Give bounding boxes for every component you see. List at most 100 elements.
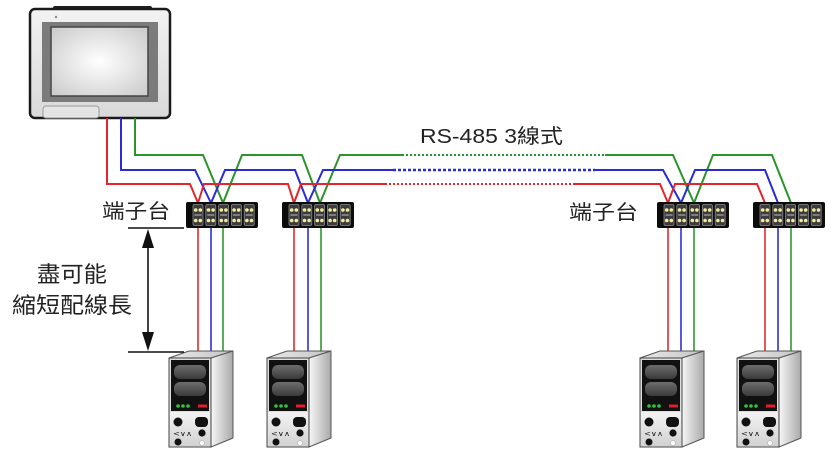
terminal-screw — [332, 218, 337, 223]
terminal-screw — [345, 208, 350, 212]
terminal-screw — [707, 208, 712, 212]
terminal-block-3 — [657, 202, 729, 228]
device-side-face — [778, 350, 802, 448]
status-led-red — [766, 404, 775, 408]
key-button-icon — [644, 417, 654, 427]
key-button-wide-icon — [293, 417, 306, 427]
status-led-red — [198, 404, 207, 408]
terminal-screw — [803, 218, 808, 223]
status-led-green — [754, 404, 758, 408]
terminal-screw — [193, 218, 198, 223]
terminal-screw — [211, 208, 215, 212]
controller-1: <∨∧ — [168, 350, 234, 448]
panel-indicator-dot — [54, 15, 58, 19]
terminal-screw — [816, 208, 821, 212]
status-led-green — [186, 404, 190, 408]
terminal-screw — [682, 218, 686, 223]
device-display-lower — [645, 382, 677, 396]
controller-2: <∨∧ — [266, 350, 332, 448]
terminal-screw — [193, 208, 198, 212]
device-display-lower — [174, 382, 206, 396]
device-side-face — [210, 350, 234, 448]
terminal-screw — [219, 208, 224, 212]
terminal-3 — [785, 204, 796, 226]
terminal-screw — [707, 218, 712, 223]
terminal-screw — [328, 218, 332, 223]
terminal-1 — [759, 204, 771, 226]
terminal-4 — [702, 204, 713, 226]
key-button-icon — [766, 429, 774, 437]
terminal-block-1 — [186, 202, 258, 228]
bus-label: RS-485 3線式 — [420, 125, 563, 148]
terminal-screw — [786, 218, 791, 223]
terminal-divider — [703, 214, 711, 216]
terminal-screw — [760, 218, 765, 223]
device-display-upper — [174, 365, 206, 379]
terminal-divider — [665, 214, 673, 216]
terminal-screw — [211, 218, 215, 223]
terminal-screw — [232, 218, 236, 223]
terminal-2 — [676, 204, 688, 226]
terminal-5 — [714, 204, 726, 226]
terminal-divider — [232, 214, 240, 216]
status-led-green — [279, 404, 283, 408]
terminal-screw — [791, 208, 795, 212]
terminal-5 — [810, 204, 822, 226]
key-button-icon — [173, 417, 183, 427]
terminal-screw — [302, 218, 307, 223]
status-led-green — [176, 404, 180, 408]
device-side-face — [681, 350, 705, 448]
key-button-icon — [742, 438, 750, 446]
terminal-divider — [341, 214, 349, 216]
terminal-screw — [677, 218, 682, 223]
terminal-screw — [307, 208, 311, 212]
terminal-screw — [760, 208, 765, 212]
terminal-divider — [207, 214, 215, 216]
terminal-screw — [664, 218, 669, 223]
green-wire-block2-out — [319, 154, 402, 204]
terminal-screw — [307, 218, 311, 223]
terminal-5 — [339, 204, 351, 226]
red-wire-block3-to-block4 — [667, 183, 766, 204]
status-led-green — [749, 404, 753, 408]
status-led-green — [647, 404, 651, 408]
terminal-screw — [799, 218, 803, 223]
green-wire-into-block3 — [605, 154, 695, 204]
note-line-2: 縮短配線長 — [12, 294, 132, 319]
status-led-green — [652, 404, 656, 408]
terminal-3 — [218, 204, 230, 226]
terminal-divider — [220, 214, 228, 216]
terminal-4 — [230, 204, 242, 226]
terminal-screw — [206, 218, 211, 223]
terminal-screw — [315, 218, 320, 223]
terminal-screw — [236, 218, 241, 223]
terminal-divider — [678, 214, 686, 216]
terminal-screw — [206, 208, 211, 212]
terminal-screw — [669, 208, 674, 212]
terminal-screw — [249, 208, 254, 212]
terminal-screw — [345, 218, 350, 223]
terminal-screw — [690, 208, 695, 212]
status-led-green — [657, 404, 661, 408]
terminal-screw — [803, 208, 808, 212]
terminal-screw — [341, 218, 345, 223]
terminal-screw — [690, 218, 695, 223]
terminal-3 — [689, 204, 700, 226]
terminal-divider — [316, 214, 324, 216]
terminal-screw — [289, 208, 294, 212]
terminal-2 — [772, 204, 784, 226]
device-display-upper — [272, 365, 304, 379]
key-button-icon — [741, 417, 751, 427]
device-keys-label: <∨∧ — [271, 430, 290, 438]
terminal-screw — [245, 218, 249, 223]
terminal-divider — [799, 214, 807, 216]
terminal-divider — [290, 214, 298, 216]
device-side-face — [308, 350, 332, 448]
terminal-screw — [219, 218, 224, 223]
key-indicator-icon — [199, 440, 205, 446]
terminal-screw — [773, 208, 778, 212]
status-led-red — [669, 404, 678, 408]
terminal-5 — [243, 204, 255, 226]
green-wire-block1-to-block2 — [222, 154, 321, 204]
